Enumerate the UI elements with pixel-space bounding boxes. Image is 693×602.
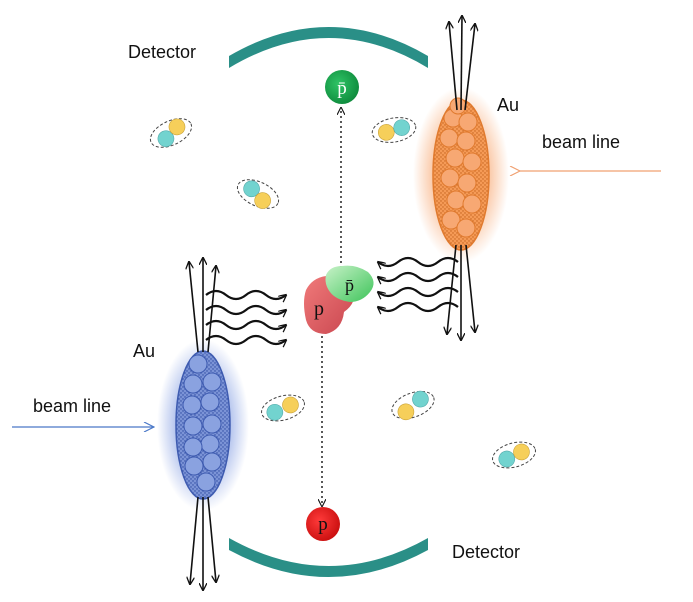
au-right-label: Au [497, 95, 519, 115]
deuteron-icon [149, 118, 193, 148]
antiproton-particle: p̄ [325, 70, 359, 104]
deuteron-icon [261, 394, 305, 422]
deuteron-icon [391, 390, 435, 421]
blob-p-label: p [314, 298, 324, 320]
blob-pbar-label: p̄ [345, 275, 354, 295]
antiproton-label: p̄ [337, 78, 347, 99]
left-nucleus-tracks [189, 258, 216, 590]
beam-line-left-label: beam line [33, 396, 111, 416]
au-nucleus-right [413, 87, 509, 263]
beam-line-right-label: beam line [542, 132, 620, 152]
proton-label: p [318, 514, 328, 535]
deuteron-icon [492, 441, 536, 469]
wavy-photons-right [378, 256, 459, 311]
detector-top-arc [229, 27, 428, 68]
deuteron-icon [236, 179, 280, 209]
detector-bottom-arc [229, 538, 428, 577]
au-nucleus-left [157, 339, 249, 511]
deuteron-icon [371, 117, 417, 143]
detector-bottom-label: Detector [452, 542, 520, 562]
pair-production-blob: p p̄ [304, 265, 374, 334]
au-left-label: Au [133, 341, 155, 361]
proton-particle: p [306, 507, 340, 541]
wavy-photons-left [205, 289, 286, 344]
detector-top-label: Detector [128, 42, 196, 62]
